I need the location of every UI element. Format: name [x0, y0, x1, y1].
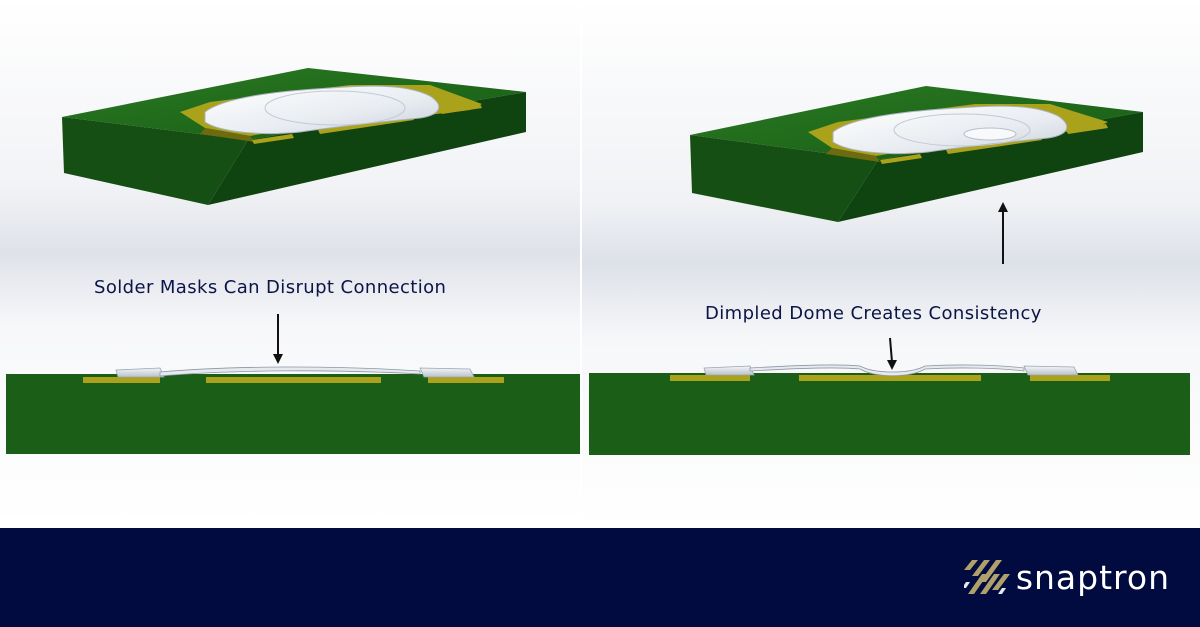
right-caption: Dimpled Dome Creates Consistency: [705, 303, 1042, 324]
left-solder-mask-1: [115, 367, 165, 378]
right-section-board: [589, 373, 1190, 455]
left-section-pad-3: [428, 377, 504, 383]
left-section-pad-2: [206, 377, 381, 383]
left-down-arrow: [273, 314, 283, 364]
right-up-arrow: [998, 202, 1008, 264]
right-section-dome: [749, 364, 1025, 377]
right-3d-board: [690, 86, 1143, 222]
snaptron-logo-icon: [963, 560, 1010, 594]
right-cross-section: [589, 364, 1190, 455]
left-pad-strip-3: [440, 104, 482, 114]
left-dome-highlight: [264, 90, 406, 126]
left-section-board: [6, 374, 580, 454]
right-board-side: [838, 112, 1143, 222]
left-solder-mask-2: [419, 367, 475, 378]
right-solder-mask-1: [703, 365, 755, 376]
left-board-side: [208, 92, 526, 205]
left-pocket-shadow: [200, 128, 255, 142]
left-caption: Solder Masks Can Disrupt Connection: [94, 277, 447, 298]
right-solder-mask-2: [1023, 365, 1079, 376]
brand-name: snaptron: [1015, 558, 1170, 597]
right-dome-dimple: [963, 127, 1017, 141]
left-board-front: [62, 117, 248, 205]
right-pad-strip-3: [1066, 124, 1108, 134]
illustration-scene: [6, 68, 1190, 455]
left-section-dome: [159, 366, 421, 377]
left-cross-section: [6, 366, 580, 454]
footer-bar: snaptron: [0, 528, 1200, 627]
left-dome: [204, 85, 440, 134]
panel-divider: [580, 0, 582, 528]
left-section-pad-1: [83, 377, 160, 383]
right-pad-strip-1: [880, 154, 922, 164]
right-down-arrow: [887, 337, 897, 370]
right-section-pad-1: [670, 375, 750, 381]
right-board-front: [690, 135, 878, 222]
left-pad-strip-1: [252, 134, 294, 144]
right-section-pad-3: [1030, 375, 1110, 381]
right-section-pad-2: [799, 375, 981, 381]
right-pocket-shadow: [826, 148, 880, 162]
brand-lockup: snaptron: [963, 558, 1170, 598]
right-dome-highlight: [893, 113, 1031, 147]
left-3d-board: [62, 68, 526, 205]
